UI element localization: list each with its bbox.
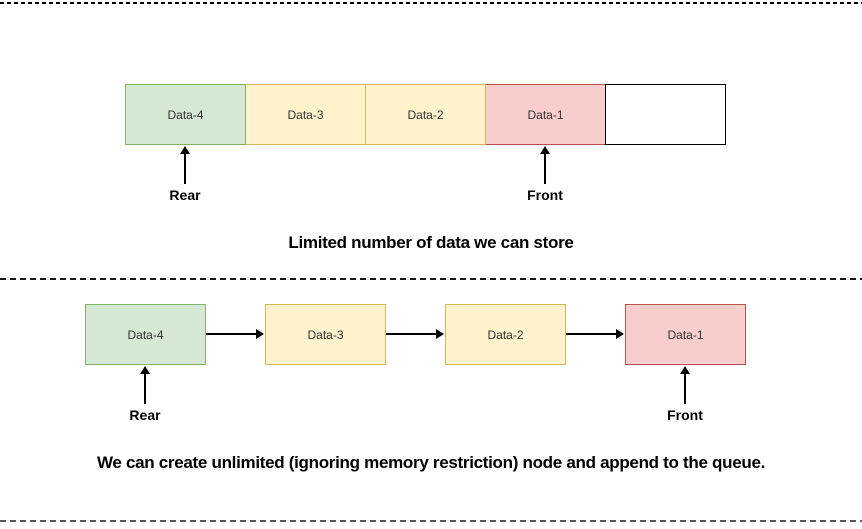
rear-pointer: Rear — [145, 146, 225, 203]
node-label: Data-1 — [667, 327, 704, 342]
front-label: Front — [527, 187, 563, 203]
front-label: Front — [667, 407, 703, 423]
cell-label: Data-2 — [407, 107, 444, 122]
node-label: Data-4 — [127, 327, 164, 342]
dashed-divider-top — [0, 2, 862, 4]
rear-label: Rear — [129, 407, 161, 423]
node-label: Data-2 — [487, 327, 524, 342]
queue-cell: Data-1 — [485, 84, 606, 145]
rear-label: Rear — [169, 187, 201, 203]
link-arrow-icon — [206, 329, 264, 339]
cell-label: Data-3 — [287, 107, 324, 122]
queue-cell: Data-3 — [245, 84, 366, 145]
queue-cell-empty — [605, 84, 726, 145]
dashed-divider-bottom — [0, 520, 862, 522]
front-pointer: Front — [645, 366, 725, 423]
top-section-caption: Limited number of data we can store — [288, 233, 574, 252]
cell-label: Data-4 — [167, 107, 204, 122]
front-pointer: Front — [505, 146, 585, 203]
link-arrow-icon — [566, 329, 624, 339]
up-arrow-icon — [140, 366, 150, 404]
node-label: Data-3 — [307, 327, 344, 342]
queue-node: Data-4 — [85, 304, 206, 365]
link-arrow-icon — [386, 329, 444, 339]
queue-node: Data-2 — [445, 304, 566, 365]
queue-cell: Data-2 — [365, 84, 486, 145]
queue-node: Data-1 — [625, 304, 746, 365]
up-arrow-icon — [680, 366, 690, 404]
queue-cell: Data-4 — [125, 84, 246, 145]
up-arrow-icon — [180, 146, 190, 184]
bottom-section-caption: We can create unlimited (ignoring memory… — [96, 453, 766, 472]
cell-label: Data-1 — [527, 107, 564, 122]
dashed-divider-middle — [0, 278, 862, 280]
up-arrow-icon — [540, 146, 550, 184]
rear-pointer: Rear — [105, 366, 185, 423]
queue-node: Data-3 — [265, 304, 386, 365]
